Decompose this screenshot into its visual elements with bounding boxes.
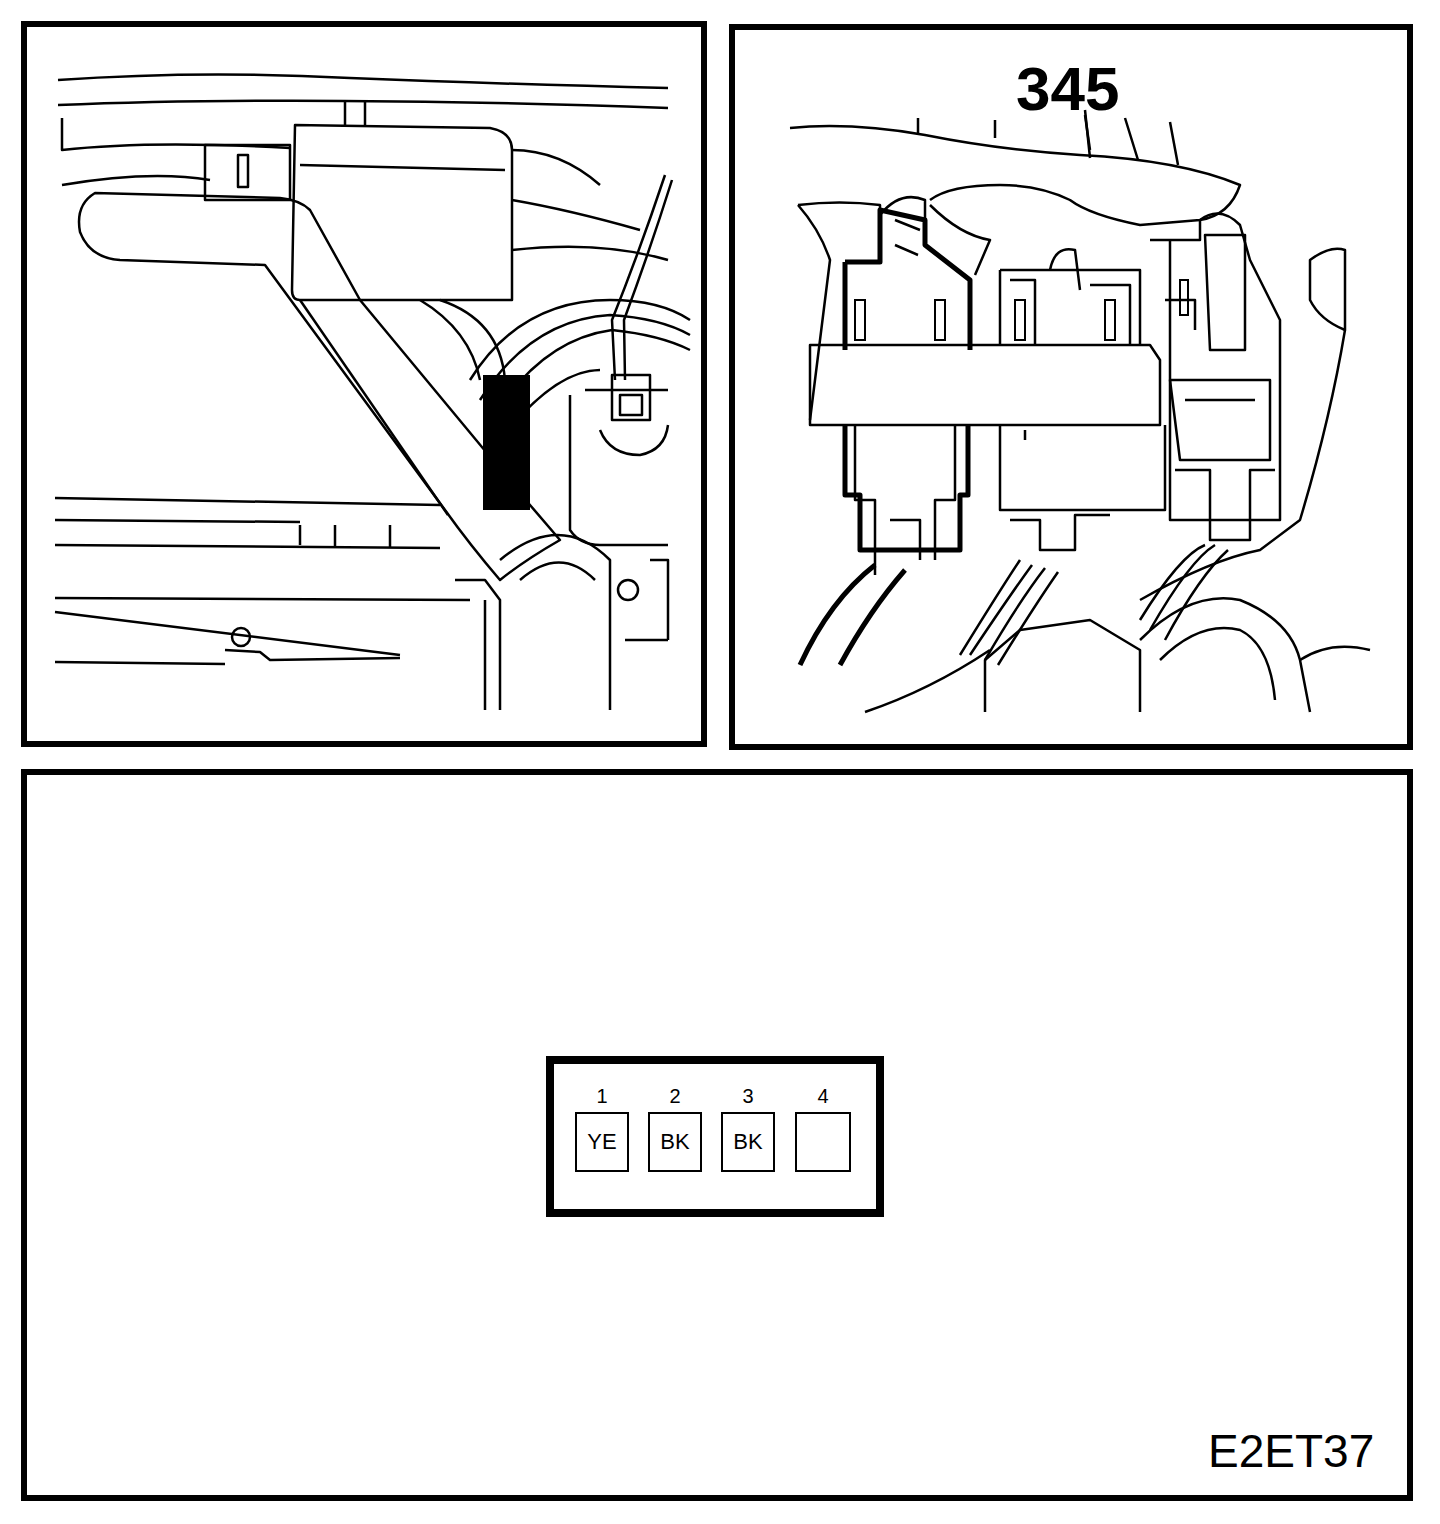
module-housing [570,390,668,545]
bolt [232,628,250,646]
body-line [1140,330,1345,600]
wire-color-code: BK [660,1130,689,1154]
harness-wire [420,300,505,380]
sensor-wire [624,180,672,380]
connector-window [1170,380,1270,460]
pipe [455,580,500,710]
bracket-side [798,205,830,420]
clip [345,100,365,125]
connector-housing [550,1060,880,1213]
connector-detail [890,520,920,560]
relay-box [292,125,512,300]
pin-number: 1 [577,1086,627,1106]
pin-cell: 4 [795,1112,851,1172]
rail [55,598,470,655]
wire-color-code: YE [587,1130,616,1154]
panel-frames [24,24,1410,1498]
body-line [58,74,668,88]
connector-outline [845,425,968,550]
panel-frame [24,24,704,744]
pin-slot [1105,300,1115,340]
sensor-latch [620,395,642,415]
rail [55,662,225,664]
pin-cell: 2BK [648,1112,702,1172]
harness-wire [512,150,668,260]
callout-number: 345 [1016,58,1119,120]
hose [500,535,610,710]
sensor-body [600,425,668,455]
hose-end [1310,249,1345,330]
rail [55,498,440,548]
pin-number: 2 [650,1086,700,1106]
slot [238,155,248,187]
connector-outline [845,210,970,350]
dark-connector [483,375,530,510]
body-line [865,647,1370,712]
body-line [58,101,668,108]
connector-latch [880,197,925,255]
wire-bundle [960,560,1058,665]
connector-plug [1010,430,1110,550]
connector-body [1150,214,1280,520]
connector-pins [855,280,1188,340]
pin-cell: 1YE [575,1112,629,1172]
wire-color-code: BK [733,1130,762,1154]
mounting-bar [810,345,1160,425]
connector-wire [800,565,905,665]
leader-line [1085,115,1090,150]
bracket-edge [300,300,448,515]
engine-bay-sketch [55,74,690,710]
pin-slot [935,300,945,340]
rail [225,650,400,660]
bracket-tab [205,145,290,200]
bolt [618,580,638,600]
rail-rib [300,525,390,548]
figure-code: E2ET37 [1208,1428,1374,1474]
pin-number: 4 [797,1086,849,1106]
pin-slot [855,300,865,340]
connector-cluster-sketch [790,110,1370,712]
pin-slot [1015,300,1025,340]
highlighted-connector [800,210,970,665]
pin-cell: 3BK [721,1112,775,1172]
connector-detail [1010,249,1130,345]
pin-number: 3 [723,1086,773,1106]
component-housing [1140,598,1310,712]
panel-frame [24,772,1410,1498]
panel-frame [732,27,1410,747]
sensor-connector [612,375,650,420]
connector-plug [1175,470,1275,540]
component-housing [985,620,1140,712]
pin-slot [1180,280,1188,315]
wire-bend [930,205,990,275]
body-line [62,176,210,185]
connector-latch [1165,235,1245,350]
relay-box-edge [300,165,505,170]
bracket-lower [625,560,668,640]
